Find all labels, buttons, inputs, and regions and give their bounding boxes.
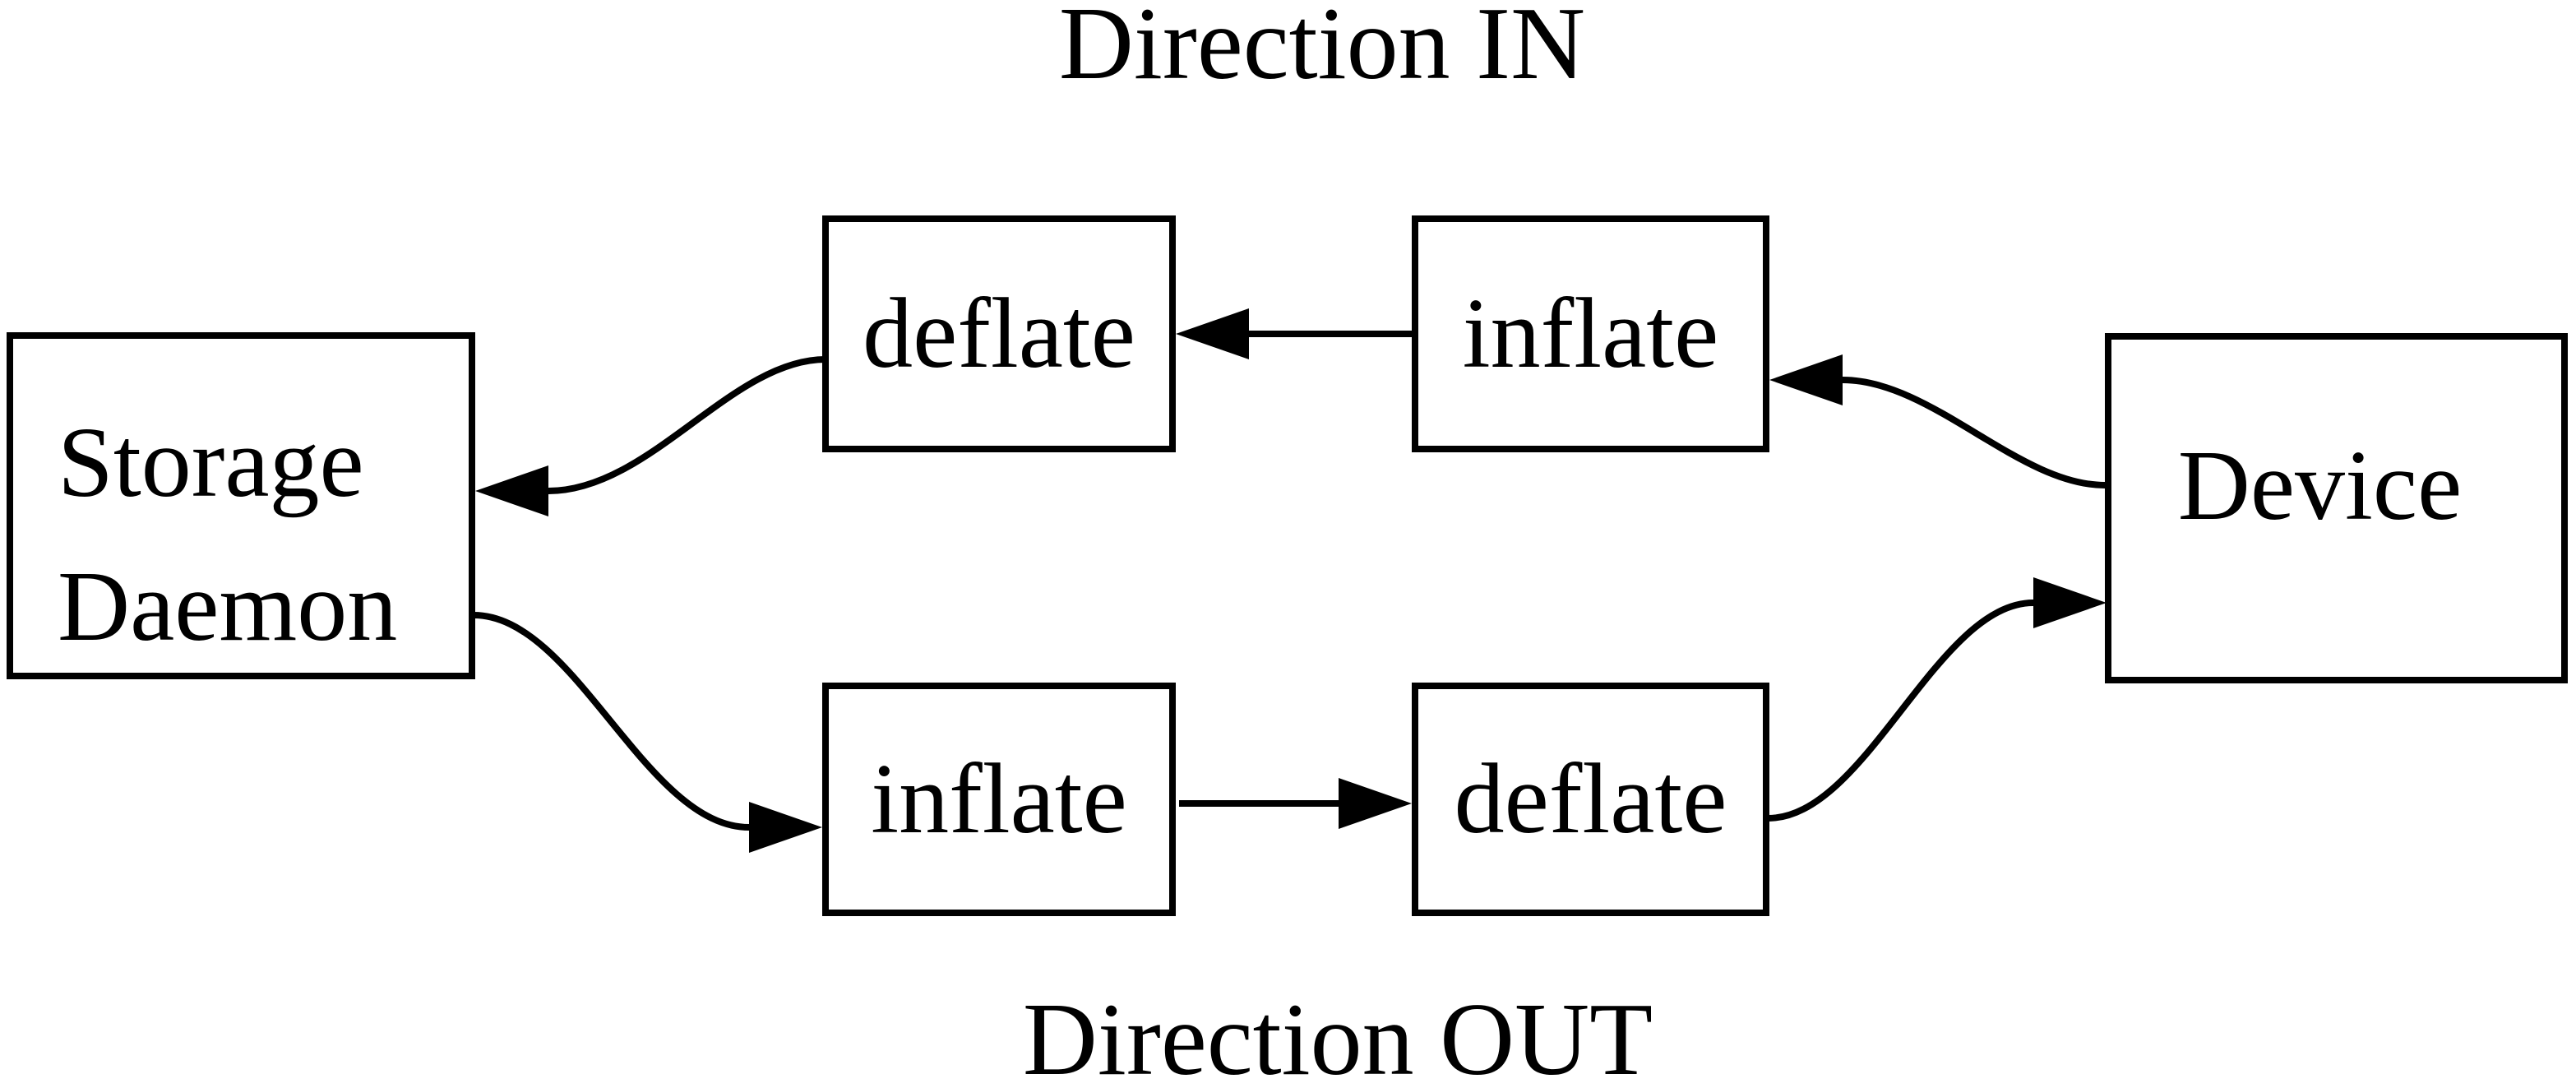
arrowhead-deflate-in-to-storage [475,465,548,516]
node-deflate-out: deflate [1412,683,1769,916]
arrow-storage-to-inflate-out [473,612,750,831]
arrow-device-to-inflate-in [1842,377,2106,488]
arrowhead-deflate-out-to-device [2033,577,2107,628]
node-inflate-out-label: inflate [871,743,1127,854]
node-inflate-out: inflate [822,683,1176,916]
arrow-deflate-out-to-device [1767,600,2034,822]
title-direction-in: Direction IN [1058,0,1586,101]
node-device-label: Device [2177,429,2463,541]
title-direction-out: Direction OUT [1022,983,1653,1088]
node-inflate-in: inflate [1412,215,1769,452]
node-deflate-out-label: deflate [1454,743,1727,854]
arrowhead-device-to-inflate-in [1769,354,1843,405]
storage-daemon-label-line1: Storage [58,407,364,518]
node-deflate-in-label: deflate [863,278,1135,389]
node-inflate-in-label: inflate [1462,278,1719,389]
arrow-deflate-in-to-storage [548,356,826,494]
arrowhead-storage-to-inflate-out [749,802,822,853]
node-device: Device [2105,333,2568,683]
node-storage-daemon: Storage Daemon [7,332,475,679]
node-deflate-in: deflate [822,215,1176,452]
arrowhead-inflate-out-to-deflate-out [1339,778,1412,829]
node-storage-daemon-label: Storage Daemon [58,391,397,678]
storage-daemon-label-line2: Daemon [58,551,398,662]
arrowhead-inflate-in-to-deflate-in [1176,308,1249,359]
